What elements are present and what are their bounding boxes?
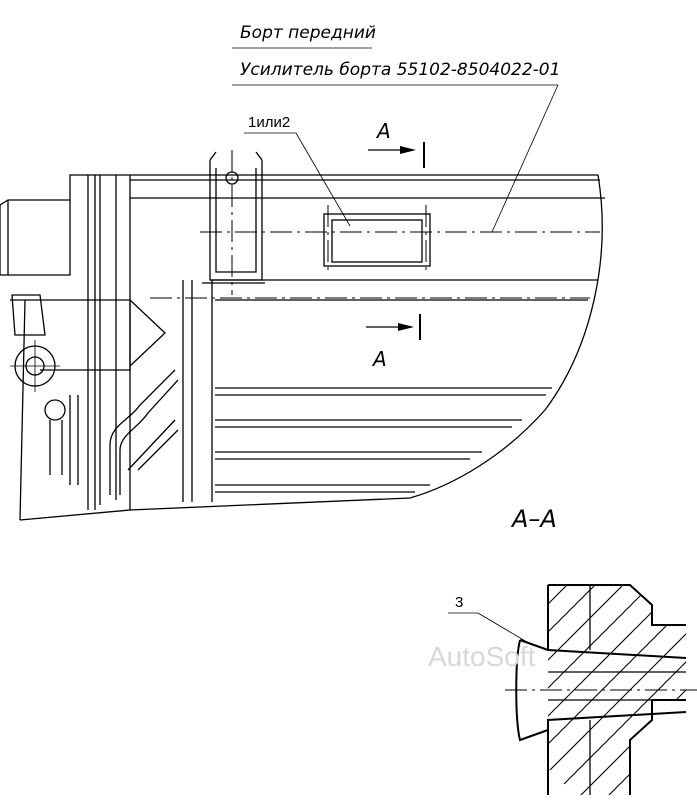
board-outline (129, 174, 603, 511)
lever-grip (11, 294, 46, 336)
section-top-contour (548, 584, 686, 626)
board-assembly-view (0, 150, 605, 521)
reinforcement-leader-line (491, 84, 559, 233)
front-board-label: Борт передний (240, 23, 376, 43)
lower-rod (49, 420, 63, 475)
reinforcement-label: Усилитель борта 55102-8504022-01 (240, 60, 560, 80)
section-hatching (548, 585, 686, 795)
front-board-callout: Борт передний (232, 23, 376, 49)
handle-hook-inner (119, 379, 179, 495)
rivet-bottom-head (515, 639, 687, 742)
lever-body (10, 299, 131, 371)
section-marker-top: А (368, 119, 425, 168)
latch-bracket (209, 160, 263, 281)
section-arrow-top-head (400, 146, 416, 154)
section-letter-bottom: А (371, 347, 387, 371)
latch-bracket-ears (209, 151, 263, 161)
watermark: AutoSoft (428, 641, 536, 672)
section-marker-bottom: А (366, 314, 421, 371)
handle-hook-outer (109, 369, 176, 495)
handle-hook-lower (127, 419, 179, 471)
part-3-label: 3 (455, 594, 463, 611)
lower-rod-2 (69, 395, 79, 485)
hinge-block-top (0, 174, 130, 206)
side-bottom-edge (19, 299, 131, 521)
section-letter-top: А (375, 119, 391, 143)
part-3-leader-line (477, 612, 533, 646)
section-a-a-view: А–А 3 (428, 505, 697, 795)
section-bottom-contour (547, 699, 686, 795)
rivet-top-edge (519, 639, 687, 659)
reinforcement-window-inner (331, 219, 423, 263)
part-1-or-2-label: 1или2 (248, 114, 290, 131)
lower-pin (44, 399, 66, 421)
part-1-or-2-callout: 1или2 (244, 114, 351, 227)
reinforcement-callout: Усилитель борта 55102-8504022-01 (232, 60, 560, 233)
section-view-title: А–А (510, 505, 557, 533)
hinge-block-body (0, 200, 71, 276)
reinforcement-window-outer (323, 213, 431, 267)
latch-bracket-inner (215, 168, 257, 273)
lever-cone (129, 299, 166, 367)
section-arrow-bottom-head (398, 323, 414, 331)
